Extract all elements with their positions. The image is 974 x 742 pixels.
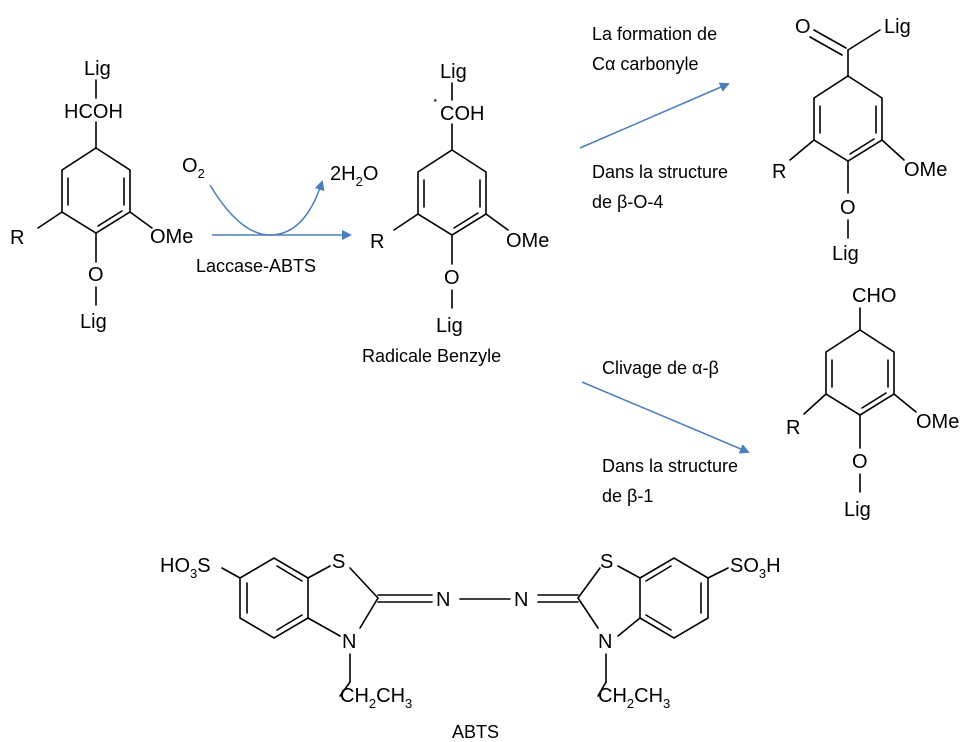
bond	[881, 139, 905, 161]
bond	[221, 567, 241, 579]
o2-label: O2	[182, 155, 205, 181]
aldehyde-molecule: CHO R OMe O Lig	[786, 285, 959, 521]
catalyst-label: Laccase-ABTS	[196, 256, 316, 276]
radical-alpha-group: COH	[440, 103, 484, 125]
abts-n-left-imine: N	[436, 589, 450, 611]
abts-left-benzene	[239, 557, 309, 639]
bond	[803, 393, 827, 415]
radical-r-group: R	[370, 231, 384, 253]
bond	[597, 681, 607, 697]
bond	[307, 565, 331, 579]
benzene-ring	[417, 149, 487, 236]
bond	[307, 617, 341, 637]
aldehyde-path: Clivage de α-β Dans la structure de β-1	[581, 358, 750, 506]
aldehyde-ome: OMe	[916, 411, 959, 433]
bond	[577, 597, 599, 629]
abts-right-group: SO3H	[730, 555, 781, 581]
aldehyde-cho: CHO	[852, 285, 896, 307]
ketone-ome: OMe	[904, 159, 947, 181]
bond	[809, 36, 843, 56]
radical-dot: ·	[432, 89, 439, 111]
benzene-ring	[825, 329, 895, 416]
reactant-lig-bottom: Lig	[80, 311, 107, 333]
bond	[847, 29, 881, 51]
abts-molecule: HO3S S N N N S N SO3H	[160, 551, 781, 742]
radical-lig-bottom: Lig	[436, 315, 463, 337]
ketone-carbonyl-o: O	[795, 16, 811, 38]
bond	[485, 213, 509, 231]
bond	[645, 565, 672, 582]
ketone-path: La formation de Cα carbonyle Dans la str…	[579, 24, 730, 212]
main-reaction-arrow: O2 2H2O Laccase-ABTS	[182, 155, 378, 276]
bond	[97, 210, 123, 227]
radical-caption: Radicale Benzyle	[362, 346, 501, 366]
bond	[707, 567, 729, 579]
bond	[453, 212, 479, 229]
bond	[617, 565, 641, 579]
bond	[893, 393, 917, 413]
abts-left-group: HO3S	[160, 555, 211, 581]
ketone-label-line1: La formation de	[592, 24, 717, 44]
reactant-molecule: Lig HCOH R OMe O Lig	[10, 58, 193, 333]
abts-n-right-imine: N	[514, 589, 528, 611]
abts-caption: ABTS	[452, 722, 499, 742]
bond	[861, 392, 887, 409]
bond	[577, 567, 601, 599]
ketone-o: O	[840, 197, 856, 219]
bond	[129, 211, 153, 229]
bond	[339, 681, 351, 697]
aldehyde-label-line1: Clivage de α-β	[602, 358, 719, 378]
abts-s-left: S	[332, 551, 345, 573]
benzene-ring	[813, 75, 883, 162]
abts-n-right-ring: N	[598, 631, 612, 653]
abts-n-left-ring: N	[342, 631, 356, 653]
reactant-lig-top: Lig	[84, 58, 111, 80]
abts-ethyl-right: CH2CH3	[598, 685, 670, 711]
radical-molecule: Lig · COH R OMe O Lig Radicale Benzyle	[362, 61, 549, 366]
bond	[813, 29, 847, 49]
aldehyde-lig-bottom: Lig	[844, 499, 871, 521]
water-label: 2H2O	[330, 163, 378, 189]
bond	[789, 139, 815, 161]
benzene-ring	[61, 147, 131, 234]
bond	[359, 597, 379, 629]
ketone-label-line3: Dans la structure	[592, 162, 728, 182]
aldehyde-r-group: R	[786, 417, 800, 439]
reactant-alpha-group: HCOH	[64, 101, 123, 123]
bond	[849, 138, 875, 155]
reactant-o: O	[88, 264, 104, 286]
bond	[349, 567, 379, 599]
bond	[617, 617, 641, 637]
ketone-r-group: R	[772, 161, 786, 183]
radical-lig-top: Lig	[440, 61, 467, 83]
radical-ome: OMe	[506, 230, 549, 252]
reactant-r-group: R	[10, 227, 24, 249]
ketone-lig-bottom: Lig	[832, 243, 859, 265]
bond	[276, 565, 303, 582]
aldehyde-label-line2: Dans la structure	[602, 456, 738, 476]
ketone-lig-top: Lig	[884, 16, 911, 38]
ketone-arrow	[579, 82, 730, 149]
abts-right-benzene	[639, 557, 709, 639]
aldehyde-o: O	[852, 451, 868, 473]
aldehyde-label-line3: de β-1	[602, 486, 653, 506]
reactant-ome: OMe	[150, 226, 193, 248]
radical-o: O	[444, 267, 460, 289]
curved-arrow	[209, 180, 325, 236]
abts-s-right: S	[600, 551, 613, 573]
abts-ethyl-left: CH2CH3	[340, 685, 412, 711]
ketone-label-line2: Cα carbonyle	[592, 54, 698, 74]
ketone-molecule: O Lig R OMe O Lig	[772, 16, 947, 265]
aldehyde-arrow	[581, 381, 750, 454]
ketone-label-line4: de β-O-4	[592, 192, 663, 212]
bond	[37, 211, 63, 229]
bond	[393, 213, 419, 231]
bond	[645, 614, 672, 631]
bond	[276, 614, 303, 631]
